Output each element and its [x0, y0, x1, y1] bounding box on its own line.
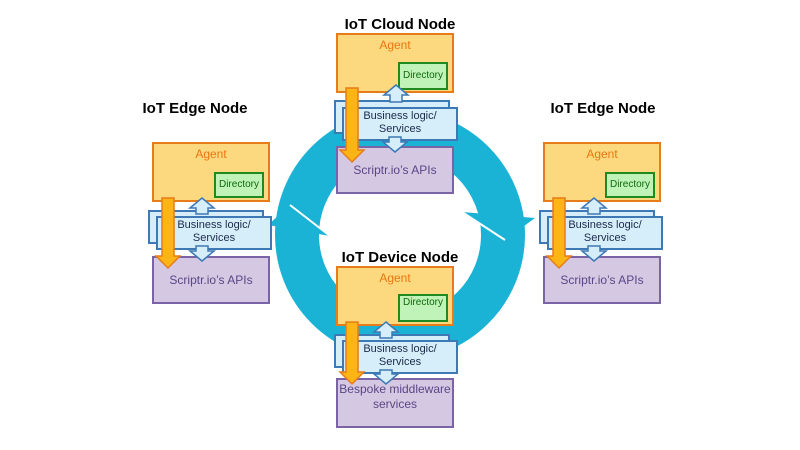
ring-arrow-left	[268, 205, 330, 236]
edge-left-down-arrow	[187, 245, 217, 262]
edge-right-apis-box: Scriptr.io’s APIs	[543, 256, 661, 304]
cloud-node-title: IoT Cloud Node	[344, 16, 456, 33]
edge-left-up-arrow	[187, 197, 217, 215]
cloud-apis-box: Scriptr.io’s APIs	[336, 146, 454, 194]
edge-right-title: IoT Edge Node	[550, 100, 656, 117]
cloud-orange-arrow	[338, 87, 366, 164]
edge-right-up-arrow	[579, 197, 609, 215]
edge-right-business-box: Business logic/ Services	[547, 216, 663, 250]
edge-right-directory-box: Directory	[605, 172, 655, 198]
edge-left-business-box: Business logic/ Services	[156, 216, 272, 250]
cloud-business-box: Business logic/ Services	[342, 107, 458, 141]
edge-left-title: IoT Edge Node	[142, 100, 248, 117]
device-agent-box: Agent	[336, 266, 454, 326]
device-down-arrow	[371, 369, 401, 385]
ring-notch-right	[461, 211, 506, 241]
device-node-title: IoT Device Node	[341, 249, 459, 266]
cloud-up-arrow	[381, 84, 411, 103]
device-up-arrow	[371, 321, 401, 339]
cloud-down-arrow	[380, 136, 410, 153]
ring-notch-left	[289, 204, 331, 237]
device-business-box: Business logic/ Services	[342, 340, 458, 374]
device-directory-box: Directory	[398, 294, 448, 322]
device-orange-arrow	[338, 321, 366, 386]
edge-right-orange-arrow	[545, 197, 573, 270]
device-middleware-box: Bespoke middleware services	[336, 378, 454, 428]
edge-left-orange-arrow	[154, 197, 182, 270]
ring-arrow-right	[462, 212, 535, 240]
cloud-directory-box: Directory	[398, 62, 448, 90]
edge-right-down-arrow	[579, 245, 609, 262]
edge-left-directory-box: Directory	[214, 172, 264, 198]
